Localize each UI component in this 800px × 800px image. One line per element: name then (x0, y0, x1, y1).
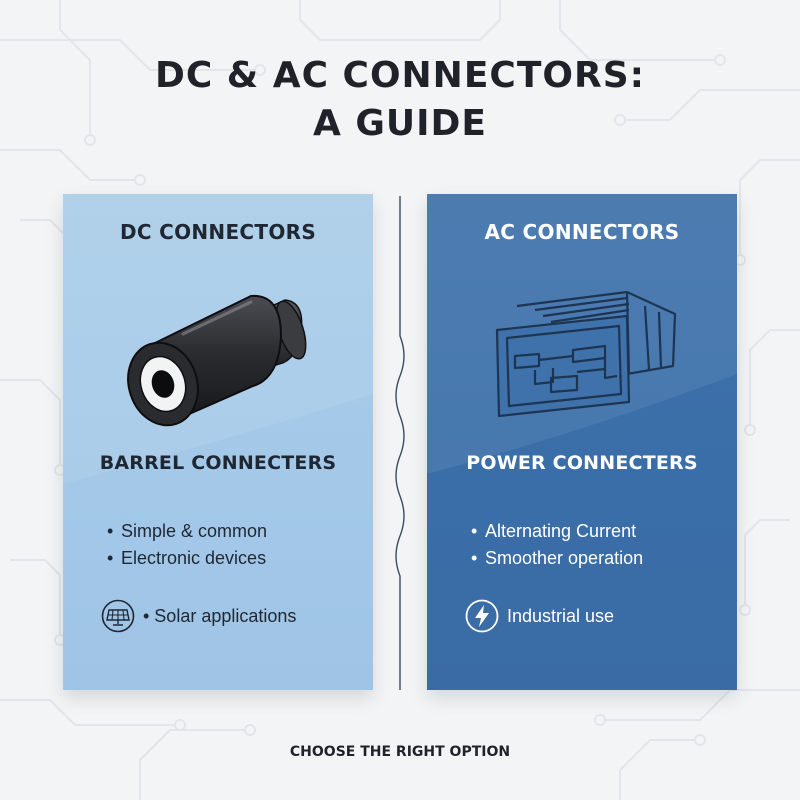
list-item: •Electronic devices (107, 548, 267, 568)
ac-card-heading: AC CONNECTORS (484, 220, 680, 244)
dc-extra-feature: • Solar applications (101, 599, 296, 633)
dc-card-heading: DC CONNECTORS (119, 220, 317, 244)
list-item: •Alternating Current (471, 521, 637, 541)
feature-label: Simple & common (121, 521, 268, 541)
card-divider (395, 196, 405, 690)
feature-label: Alternating Current (485, 521, 637, 541)
lightning-bolt-icon (465, 599, 499, 633)
power-connector-icon (495, 290, 677, 418)
feature-label: Smoother operation (485, 548, 644, 568)
title-line-1: DC & AC CONNECTORS: (154, 55, 646, 96)
solar-panel-icon (101, 599, 135, 633)
dc-extra-label: • Solar applications (143, 605, 297, 626)
page-title: DC & AC CONNECTORS: A GUIDE (0, 52, 800, 148)
dc-card-subheading: BARREL CONNECTERS (99, 452, 337, 474)
dc-feature-list: •Simple & common •Electronic devices (107, 518, 267, 572)
barrel-connector-icon (127, 294, 307, 427)
title-line-2: A GUIDE (312, 103, 488, 144)
list-item: •Smoother operation (471, 548, 644, 568)
ac-connectors-card: AC CONNECTORS POWER CONNECTERS • (427, 194, 737, 690)
list-item: •Simple & common (107, 521, 268, 541)
ac-feature-list: •Alternating Current •Smoother operation (471, 518, 643, 572)
ac-card-subheading: POWER CONNECTERS (466, 452, 698, 474)
feature-label: Electronic devices (121, 548, 267, 568)
footer-tagline: CHOOSE THE RIGHT OPTION (289, 744, 511, 760)
ac-extra-label: Industrial use (507, 605, 615, 626)
ac-extra-feature: Industrial use (465, 599, 614, 633)
dc-connectors-card: DC CONNECTORS BARREL CONNECTERS •Simple … (63, 194, 373, 690)
